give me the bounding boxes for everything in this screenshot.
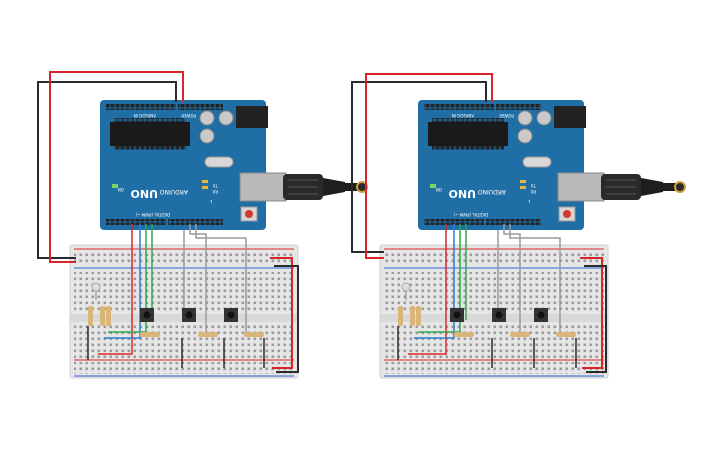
resistor-icon[interactable] [88,306,264,337]
circuit-left: UNO ARDUINO DIGITAL (PWM ~) ANALOG IN PO… [37,71,368,379]
power-label: POWER [181,113,196,118]
l-led-label: L [209,199,212,204]
pushbutton-icon[interactable] [450,308,548,322]
analog-in-label: ANALOG IN [452,113,474,118]
rx-led-label: RX [212,189,218,194]
board-model: UNO [449,187,477,200]
tx-led-label: TX [213,183,219,188]
resistor-icon[interactable] [398,306,576,337]
usb-plug-icon[interactable] [601,174,686,200]
ground-jumpers-left[interactable] [87,326,265,368]
board-model: UNO [131,187,159,200]
led-icon[interactable] [401,282,411,300]
arduino-board-right[interactable]: UNO ARDUINO DIGITAL (PWM ~) ANALOG IN PO… [418,100,605,230]
signal-wires-left[interactable] [98,224,247,355]
digital-pins-label: DIGITAL (PWM ~) [453,212,488,217]
reset-button-icon[interactable] [558,206,576,222]
ground-jumpers-right[interactable] [397,326,577,368]
power-wires-right[interactable] [351,73,607,373]
analog-in-label: ANALOG IN [134,113,156,118]
power-label: POWER [499,113,514,118]
arduino-board-left[interactable]: UNO ARDUINO DIGITAL (PWM ~) ANALOG IN PO… [100,100,287,230]
on-led-label: ON [118,187,124,192]
led-icon[interactable] [91,282,101,300]
usb-plug-icon[interactable] [283,174,368,200]
pushbutton-icon[interactable] [140,308,238,322]
l-led-label: L [527,199,530,204]
reset-button-icon[interactable] [240,206,258,222]
power-wires-left[interactable] [37,71,299,373]
digital-pins-label: DIGITAL (PWM ~) [135,212,170,217]
board-brand: ARDUINO [477,188,506,195]
rx-led-label: RX [530,189,536,194]
on-led-label: ON [436,187,442,192]
circuit-right: UNO ARDUINO DIGITAL (PWM ~) ANALOG IN PO… [351,73,686,379]
tx-led-label: TX [531,183,537,188]
board-brand: ARDUINO [159,188,188,195]
